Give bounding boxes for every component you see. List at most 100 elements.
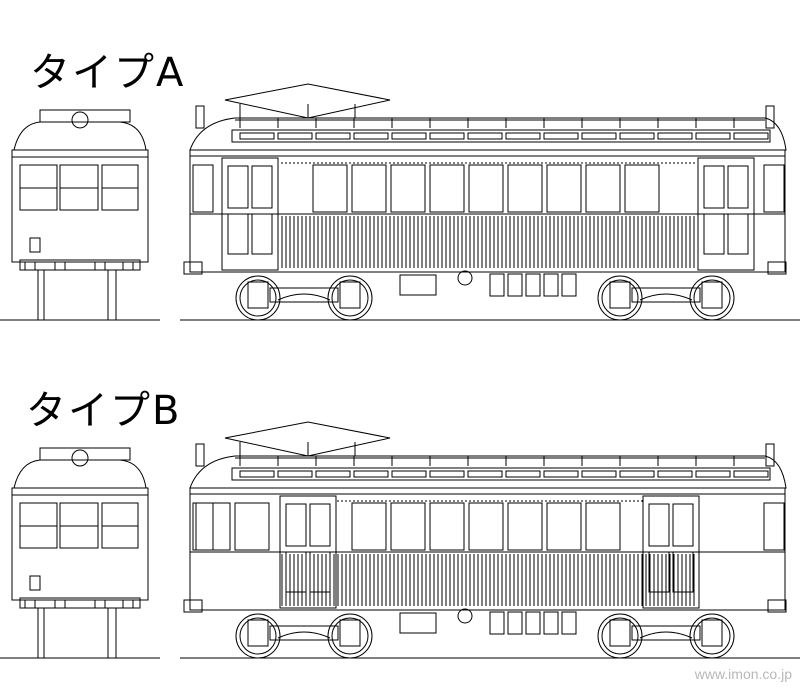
door-panel <box>727 213 749 255</box>
coupler-block <box>54 261 66 271</box>
coupler-block <box>122 599 134 609</box>
clerestory-window <box>277 470 313 478</box>
roof-trolley-board <box>224 421 391 457</box>
clerestory-window <box>429 470 465 478</box>
door-window <box>227 165 249 209</box>
door-panel <box>251 213 273 255</box>
clerestory-window <box>353 470 389 478</box>
door-panel <box>648 551 670 593</box>
wheel-rim <box>331 617 369 655</box>
front-roof-lantern <box>39 447 131 461</box>
coupler-block <box>24 261 36 271</box>
resistor <box>507 611 523 635</box>
door-window <box>309 503 331 547</box>
coupler-block <box>54 599 66 609</box>
clerestory-window <box>467 470 503 478</box>
gear <box>457 270 473 286</box>
clerestory-window <box>543 470 579 478</box>
axlebox <box>701 281 723 309</box>
side-window <box>507 164 543 213</box>
door-window <box>285 503 307 547</box>
step <box>183 261 203 275</box>
door-panel <box>309 551 331 593</box>
side-window <box>429 502 465 551</box>
wheel <box>597 275 643 321</box>
door-window <box>703 165 725 209</box>
clerestory-window <box>543 132 579 140</box>
type-b-drawing <box>0 421 800 659</box>
underfloor-box <box>399 274 437 296</box>
resistor <box>525 273 541 297</box>
marker-lamp <box>29 575 41 591</box>
clerestory-window <box>657 470 693 478</box>
axlebox <box>247 281 269 309</box>
side-window <box>468 164 504 213</box>
clerestory-window <box>315 470 351 478</box>
end-window <box>192 164 214 213</box>
roof <box>189 455 787 489</box>
clerestory-window <box>657 132 693 140</box>
axlebox <box>339 619 361 647</box>
step <box>183 599 203 613</box>
end-window <box>763 502 785 551</box>
clerestory-window <box>581 470 617 478</box>
front-bumper <box>19 597 141 609</box>
axlebox <box>247 619 269 647</box>
wheel-rim <box>693 617 731 655</box>
clerestory <box>231 467 771 481</box>
door <box>642 495 700 609</box>
front-roof-lantern <box>39 109 131 123</box>
wheel-rim <box>693 279 731 317</box>
axlebox <box>339 281 361 309</box>
door-panel <box>672 551 694 593</box>
watermark: www.imon.co.jp <box>694 666 792 682</box>
front-bumper <box>19 259 141 271</box>
wheel <box>235 275 281 321</box>
resistor <box>489 273 505 297</box>
resistor <box>525 611 541 635</box>
clerestory-window <box>315 132 351 140</box>
headlight <box>71 111 89 129</box>
type-a-heading: タイプA <box>30 50 186 96</box>
wheel-rim <box>601 617 639 655</box>
bogie-frame <box>631 287 701 303</box>
roof <box>189 117 787 151</box>
clerestory-window <box>733 470 769 478</box>
wheel-rim <box>331 279 369 317</box>
front-body <box>11 149 149 263</box>
leaf-spring <box>277 631 331 639</box>
clerestory-window <box>619 132 655 140</box>
bogie-frame <box>269 625 339 641</box>
wheel <box>689 275 735 321</box>
resistor <box>561 611 577 635</box>
clerestory-window <box>429 132 465 140</box>
door <box>697 157 755 271</box>
end-lamp <box>195 443 205 467</box>
leaf-spring <box>639 293 693 301</box>
side-window <box>390 502 426 551</box>
resistor <box>561 273 577 297</box>
clerestory-window <box>239 470 275 478</box>
clerestory-window <box>391 470 427 478</box>
end-lamp <box>195 105 205 129</box>
resistor <box>507 273 523 297</box>
side-window <box>624 164 660 213</box>
side-window <box>546 164 582 213</box>
resistor <box>543 273 559 297</box>
side-window <box>234 502 270 551</box>
resistor <box>489 611 505 635</box>
clerestory-window <box>695 132 731 140</box>
gear <box>457 608 473 624</box>
type-a-drawing <box>0 83 800 321</box>
leaf-spring <box>277 293 331 301</box>
type-b-heading: タイプB <box>26 388 182 434</box>
door <box>221 157 279 271</box>
underfloor-box <box>399 612 437 634</box>
side-window <box>546 502 582 551</box>
front-roof <box>13 121 147 151</box>
clerestory-window <box>467 132 503 140</box>
side-window <box>351 502 387 551</box>
wheel <box>327 613 373 659</box>
side-window <box>390 164 426 213</box>
wheel-rim <box>601 279 639 317</box>
